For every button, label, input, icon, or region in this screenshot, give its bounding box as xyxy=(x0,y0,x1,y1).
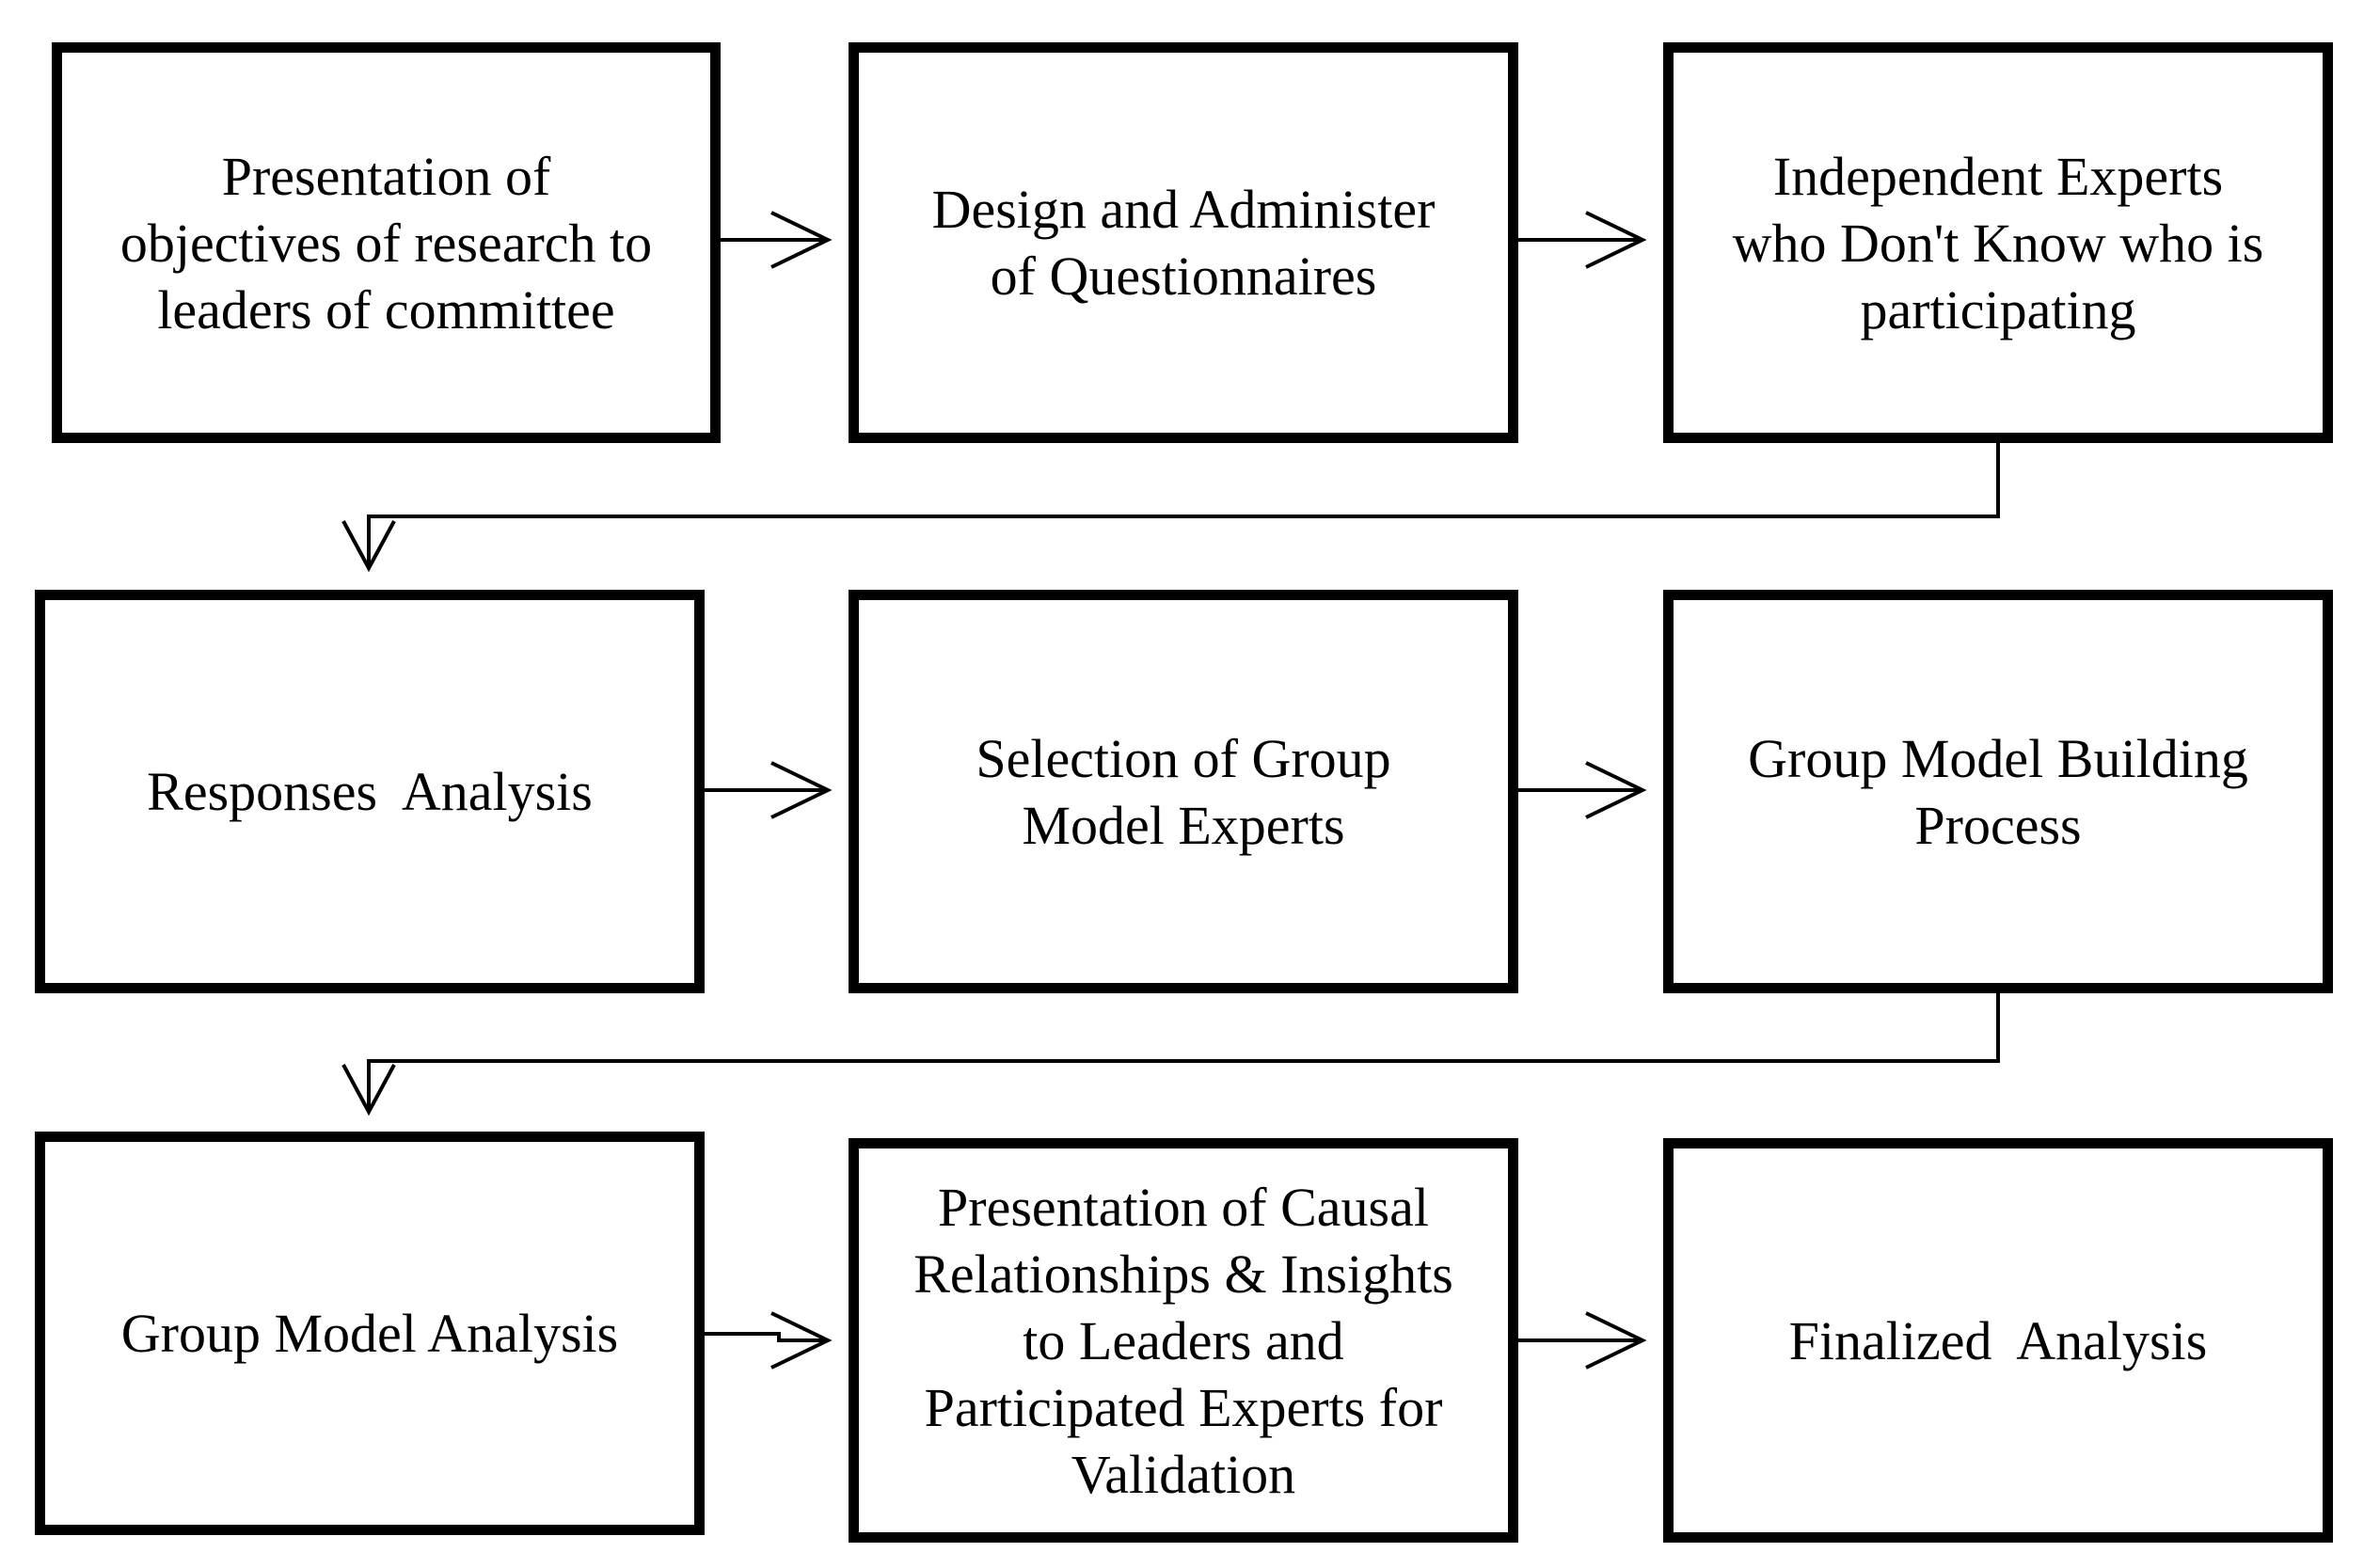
step-box-responses-analysis: Responses Analysis xyxy=(35,590,705,993)
step-label-line: Presentation of Causal xyxy=(938,1176,1429,1238)
step-label-line: Group Model Building xyxy=(1748,727,2248,789)
arrow-4-to-5-head xyxy=(770,761,833,819)
step-label-line: who Don't Know who is xyxy=(1732,212,2264,274)
arrow-7-to-8-head xyxy=(770,1311,833,1370)
step-label: Independent Experts who Don't Know who i… xyxy=(1723,143,2274,343)
step-label-line: Group Model Analysis xyxy=(120,1303,619,1364)
step-label: Finalized Analysis xyxy=(1780,1307,2217,1374)
step-label-line: objectives of research to xyxy=(119,212,653,274)
step-label-line: Independent Experts xyxy=(1772,145,2224,207)
step-label: Design and Administer of Questionnaires xyxy=(923,176,1445,309)
step-label: Group Model Analysis xyxy=(112,1300,627,1367)
step-label-line: to Leaders and xyxy=(1023,1309,1344,1371)
step-label-line: Participated Experts for xyxy=(924,1376,1443,1438)
connector-6-to-7-head xyxy=(341,1064,396,1117)
step-label: Presentation of objectives of research t… xyxy=(111,143,661,343)
connector-3-to-4 xyxy=(367,443,2000,564)
step-label-line: Model Experts xyxy=(1022,794,1345,856)
arrow-2-to-3-head xyxy=(1585,211,1647,269)
step-box-selection-of-experts: Selection of Group Model Experts xyxy=(849,590,1518,993)
arrow-8-to-9-head xyxy=(1585,1311,1647,1370)
connector-3-to-4-head xyxy=(341,520,396,573)
step-label: Responses Analysis xyxy=(137,758,602,825)
step-label: Presentation of Causal Relationships & I… xyxy=(904,1174,1463,1508)
arrow-1-to-2-head xyxy=(770,211,833,269)
step-label-line: Selection of Group xyxy=(976,727,1391,789)
step-label-line: Validation xyxy=(1071,1443,1296,1505)
step-label-line: Process xyxy=(1914,794,2082,856)
step-label-line: leaders of committee xyxy=(157,278,615,341)
step-label: Group Model Building Process xyxy=(1738,725,2258,859)
arrow-5-to-6-head xyxy=(1585,761,1647,819)
step-box-group-model-building: Group Model Building Process xyxy=(1663,590,2333,993)
step-label-line: Finalized Analysis xyxy=(1788,1309,2208,1371)
step-label-line: Presentation of xyxy=(221,145,551,207)
step-label-line: Responses Analysis xyxy=(147,761,593,822)
step-label-line: Relationships & Insights xyxy=(913,1243,1453,1305)
step-box-independent-experts: Independent Experts who Don't Know who i… xyxy=(1663,42,2333,443)
step-label: Selection of Group Model Experts xyxy=(966,725,1400,859)
step-label-line: of Questionnaires xyxy=(990,245,1377,307)
step-box-group-model-analysis: Group Model Analysis xyxy=(35,1132,705,1535)
step-label-line: participating xyxy=(1860,278,2136,341)
step-label-line: Design and Administer xyxy=(931,179,1436,240)
step-box-design-questionnaires: Design and Administer of Questionnaires xyxy=(849,42,1518,443)
connector-6-to-7 xyxy=(367,993,2000,1108)
step-box-presentation-of-causal-relationships: Presentation of Causal Relationships & I… xyxy=(849,1138,1518,1543)
step-box-finalized-analysis: Finalized Analysis xyxy=(1663,1138,2333,1543)
step-box-presentation-of-objectives: Presentation of objectives of research t… xyxy=(52,42,721,443)
arrow-7-to-8-line xyxy=(705,1332,826,1342)
